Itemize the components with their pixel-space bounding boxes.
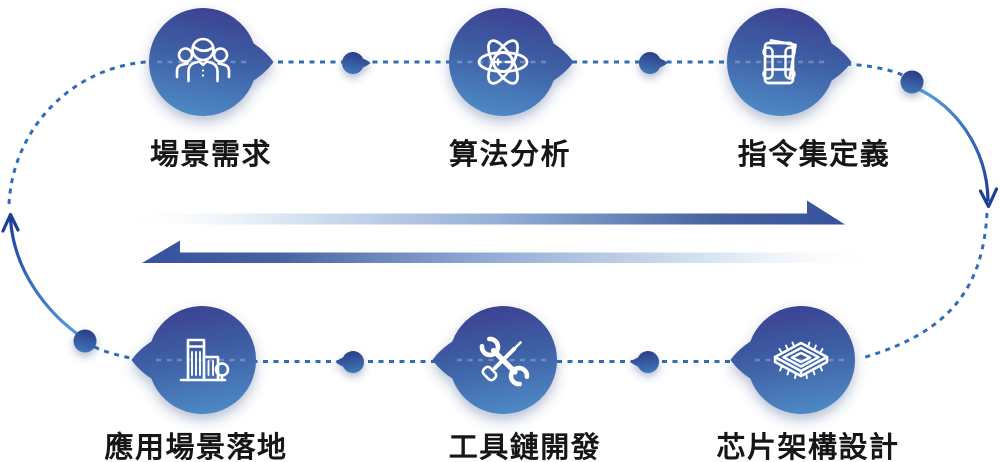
up-arrowhead-icon <box>1 212 20 233</box>
connector-dot <box>341 52 371 74</box>
label-chip-architecture-design: 芯片架構設計 <box>716 432 900 462</box>
right-flow-arrow-curve <box>914 86 990 202</box>
node-scene-requirements <box>148 7 274 116</box>
node-bubble <box>432 306 558 414</box>
left-flow-arrow-curve <box>8 217 85 340</box>
dashed-curve-right-lower <box>861 212 989 360</box>
forward-arrow <box>115 200 845 225</box>
node-bubble <box>131 306 257 414</box>
node-application-landing <box>131 306 257 414</box>
node-bubble <box>730 306 856 414</box>
label-toolchain-development: 工具鏈開發 <box>448 432 602 462</box>
node-instruction-set-definition <box>726 7 852 116</box>
node-chip-architecture-design <box>730 306 856 414</box>
dashed-curve-left-upper <box>7 60 147 205</box>
connector-dot <box>335 351 365 373</box>
connector-dot <box>638 52 668 74</box>
node-toolchain-development <box>432 306 558 414</box>
connector-dot <box>630 351 660 373</box>
node-algorithm-analysis <box>448 7 574 116</box>
label-algorithm-analysis: 算法分析 <box>448 139 572 171</box>
down-arrowhead-icon <box>978 187 999 209</box>
connector-dot <box>900 70 924 94</box>
backward-arrow <box>142 240 886 263</box>
label-instruction-set-definition: 指令集定義 <box>737 139 891 171</box>
connector-dot <box>73 329 97 353</box>
label-scene-requirements: 場景需求 <box>149 139 273 171</box>
label-application-landing: 應用場景落地 <box>104 432 288 462</box>
